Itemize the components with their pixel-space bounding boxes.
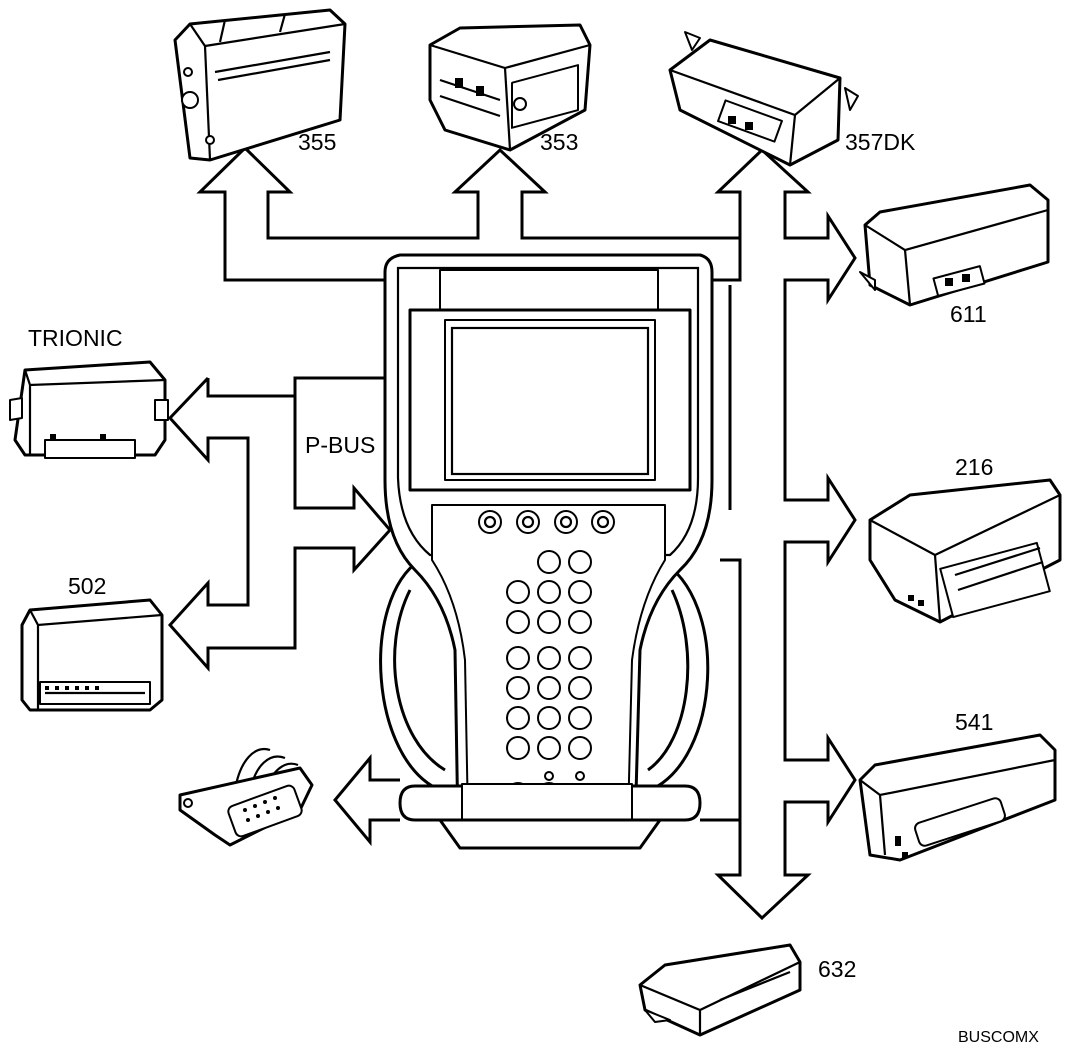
module-353 xyxy=(428,23,592,152)
arrow-to-355 xyxy=(196,145,385,282)
module-355 xyxy=(173,8,347,162)
bus-arrows xyxy=(167,145,857,921)
tool-upper-window xyxy=(439,269,659,313)
module-trionic xyxy=(9,360,169,459)
module-502 xyxy=(20,598,164,712)
bus-right-segment-lower xyxy=(720,558,742,820)
label-541: 541 xyxy=(955,709,993,735)
arrow-trionic-head xyxy=(206,378,295,398)
label-502: 502 xyxy=(68,573,106,599)
module-541 xyxy=(858,733,1057,862)
function-keys xyxy=(478,510,615,534)
label-216: 216 xyxy=(955,454,993,480)
label-357dk: 357DK xyxy=(845,129,916,155)
arrow-to-353 xyxy=(385,147,764,240)
label-trionic: TRIONIC xyxy=(28,325,123,351)
label-355: 355 xyxy=(298,129,336,155)
arrow-to-trionic xyxy=(167,376,392,672)
bus-inner-right xyxy=(712,238,742,282)
arrow-to-diagnostic-connector xyxy=(333,753,400,847)
label-p-bus: P-BUS xyxy=(305,432,375,458)
footer-code: BUSCOMX xyxy=(958,1029,1039,1046)
module-611 xyxy=(859,183,1050,307)
label-353: 353 xyxy=(540,129,578,155)
diagnostic-tool xyxy=(379,253,714,850)
arrow-to-357dk-and-right-bus xyxy=(700,148,857,921)
module-632 xyxy=(638,943,802,1037)
diagnostic-connector xyxy=(178,747,314,847)
label-632: 632 xyxy=(818,956,856,982)
label-611: 611 xyxy=(950,301,987,327)
module-357dk xyxy=(668,31,859,167)
module-216 xyxy=(868,478,1062,624)
labels: 355 353 357DK 611 TRIONIC P-BUS 216 502 … xyxy=(28,129,1039,1046)
